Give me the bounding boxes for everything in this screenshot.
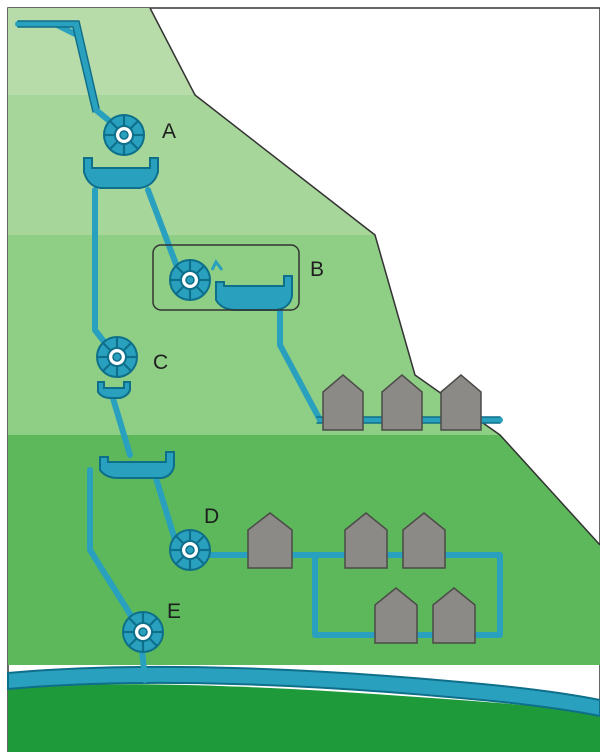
label-d: D — [204, 505, 219, 528]
house-icon — [374, 587, 418, 644]
house-icon — [247, 512, 293, 569]
reservoir-d-basin — [99, 451, 175, 479]
houses — [247, 374, 482, 644]
house-icon — [440, 374, 482, 431]
reservoir-c-basin — [97, 381, 131, 399]
river — [7, 665, 600, 718]
ground — [8, 684, 600, 752]
waterwheel-b-icon — [168, 258, 212, 302]
station-b-box — [152, 244, 300, 311]
house-icon — [381, 374, 423, 431]
waterwheel-d-icon — [168, 528, 212, 572]
house-icon — [432, 587, 476, 644]
label-c: C — [153, 351, 168, 374]
house-icon — [402, 512, 446, 569]
waterwheel-e-icon — [121, 610, 165, 654]
reservoir-a-basin — [83, 157, 159, 189]
house-icon — [322, 374, 364, 431]
spout-b — [210, 259, 224, 271]
house-icon — [344, 512, 388, 569]
waterwheel-c-icon — [95, 335, 139, 379]
label-b: B — [310, 258, 324, 281]
waterwheel-a-icon — [102, 113, 146, 157]
label-a: A — [162, 120, 176, 143]
label-e: E — [167, 600, 181, 623]
hill-outline — [149, 7, 600, 546]
